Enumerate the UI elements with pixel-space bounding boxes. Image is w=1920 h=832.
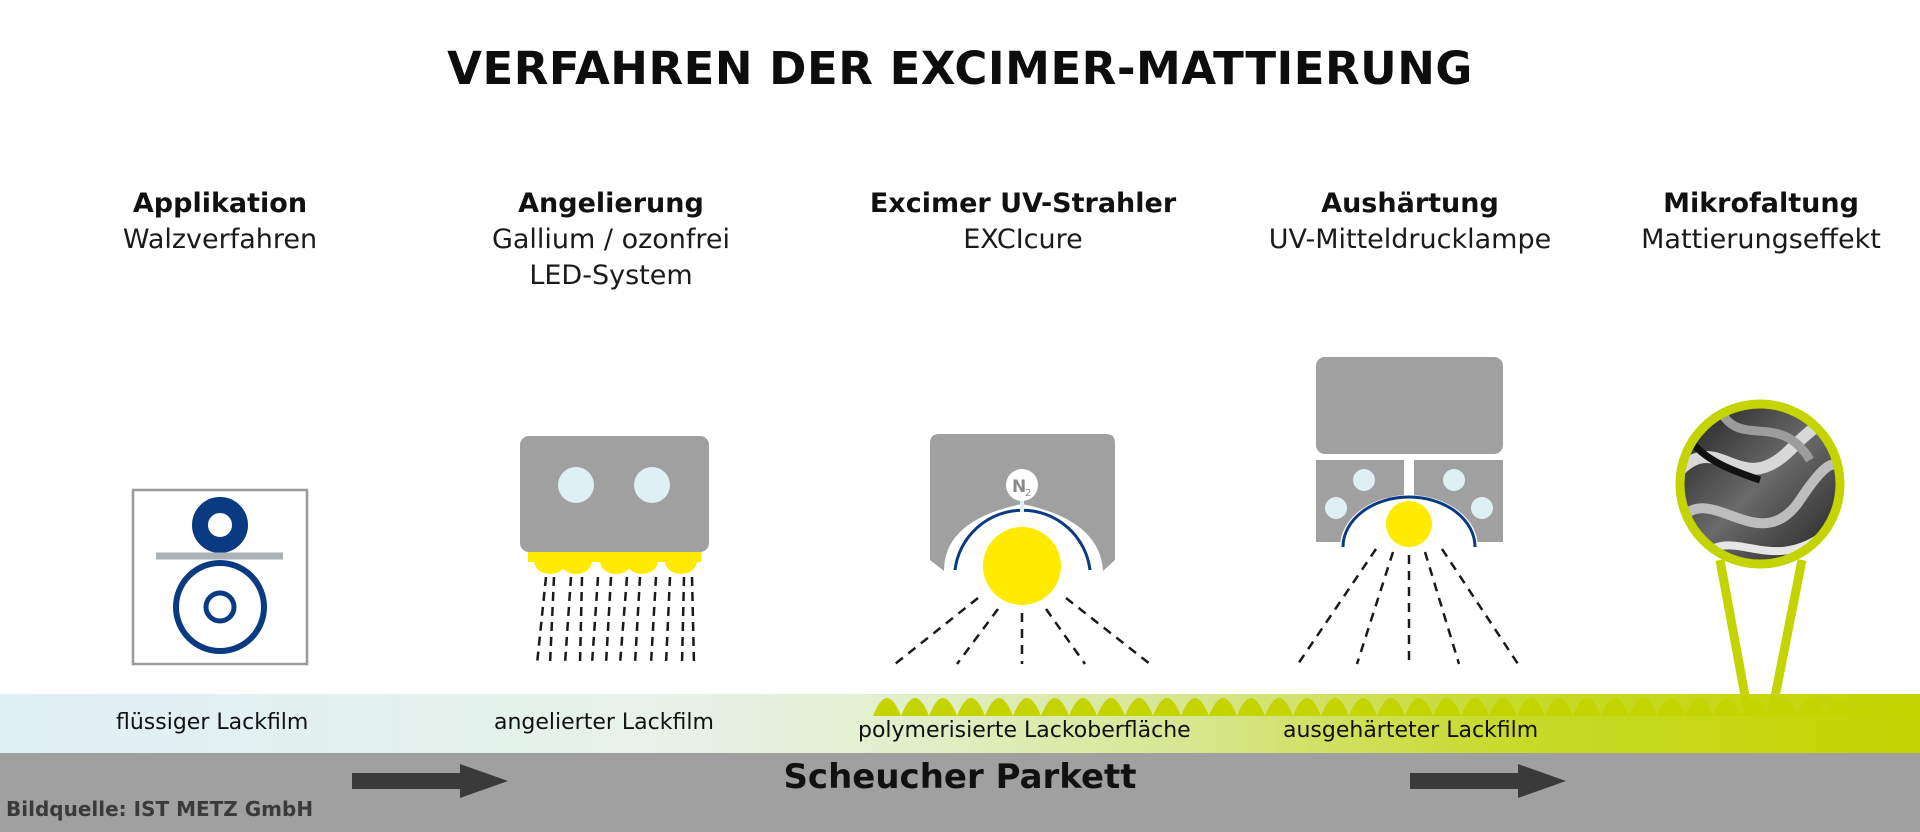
nitrogen-subscript: 2 <box>975 557 981 567</box>
step-subtitle: EXCIcure <box>963 224 1083 255</box>
roller-icon <box>131 488 309 666</box>
step-subtitle: Gallium / ozonfrei <box>491 224 731 255</box>
layer-label: flüssiger Lackfilm <box>116 710 309 735</box>
step-subtitle: UV-Mitteldrucklampe <box>1268 224 1552 255</box>
micro-folding-surface <box>873 676 1920 718</box>
arrow-right-icon <box>352 764 508 798</box>
floor-base <box>0 753 1920 832</box>
uv-lamp-icon <box>1296 357 1520 665</box>
step-heading: Angelierung <box>518 188 704 219</box>
magnifier-icon <box>1675 399 1845 713</box>
nitrogen-label: N <box>964 546 977 564</box>
nitrogen-subscript: 2 <box>1075 557 1081 567</box>
layer-label: angelierter Lackfilm <box>494 710 714 735</box>
nitrogen-subscript: 2 <box>1025 488 1031 499</box>
arrow-right-icon <box>1410 764 1566 798</box>
layer-label: ausgehärteter Lackfilm <box>1283 718 1539 743</box>
step-subtitle: LED-System <box>529 260 693 291</box>
step-aushaertung: Aushärtung UV-Mitteldrucklampe <box>1230 186 1590 258</box>
step-subtitle: Walzverfahren <box>122 224 318 255</box>
step-excimer: Excimer UV-Strahler EXCIcure <box>843 186 1203 258</box>
nitrogen-label: N <box>1064 546 1077 564</box>
image-credit: Bildquelle: IST METZ GmbH <box>6 797 314 821</box>
led-lamp-icon <box>520 436 709 665</box>
step-heading: Aushärtung <box>1321 188 1499 219</box>
layer-label: polymerisierte Lackoberfläche <box>858 718 1191 743</box>
step-heading: Applikation <box>132 188 308 219</box>
step-subtitle: Mattierungseffekt <box>1641 224 1881 255</box>
step-applikation: Applikation Walzverfahren <box>40 186 400 258</box>
step-angelierung: Angelierung Gallium / ozonfrei LED-Syste… <box>431 186 791 294</box>
excimer-lamp-icon: N 2 N 2 N 2 <box>894 434 1151 665</box>
step-mikrofaltung: Mikrofaltung Mattierungseffekt <box>1581 186 1920 258</box>
step-heading: Excimer UV-Strahler <box>869 188 1177 219</box>
page-title: VERFAHREN DER EXCIMER-MATTIERUNG <box>447 42 1473 95</box>
nitrogen-label: N <box>1012 477 1026 497</box>
step-heading: Mikrofaltung <box>1663 188 1859 219</box>
company-name: Scheucher Parkett <box>783 757 1137 797</box>
